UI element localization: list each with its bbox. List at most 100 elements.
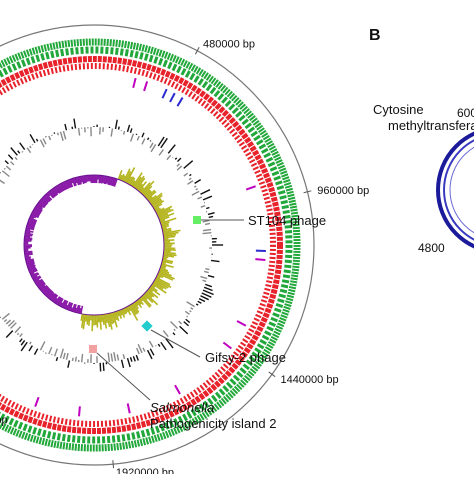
gc-content-bar (204, 271, 209, 272)
gc-content-bar (114, 352, 116, 361)
gc-content-bar (208, 213, 215, 215)
gc-content-bar (116, 120, 118, 129)
gc-content-bar (208, 276, 214, 278)
gc-content-bar (108, 353, 109, 362)
gc-content-bar (21, 340, 24, 345)
gc-content-bar (174, 329, 175, 330)
gc-content-bar (187, 302, 195, 307)
gc-content-bar (150, 143, 153, 148)
gc-content-bar (191, 308, 193, 310)
gc-content-bar (111, 128, 112, 136)
circular-genome-map (0, 25, 314, 465)
feature-mark (255, 259, 265, 260)
gc-content-bar (198, 301, 202, 303)
gc-content-bar (158, 344, 160, 347)
gc-content-bar (205, 223, 210, 224)
gc-content-bar (184, 173, 188, 176)
gc-content-bar (20, 143, 25, 150)
gc-content-bar (36, 139, 37, 141)
gc-content-bar (34, 349, 37, 355)
gc-content-bar (11, 162, 14, 165)
gc-content-bar (203, 233, 212, 234)
gc-content-bar (55, 349, 58, 357)
gc-content-bar (196, 189, 198, 190)
feature-mark (170, 93, 175, 102)
gc-content-bar (30, 342, 31, 344)
st104-phage-marker (193, 216, 201, 224)
gc-content-bar (201, 190, 210, 195)
gc-content-bar (199, 299, 205, 302)
gc-content-bar (150, 349, 154, 356)
gc-content-bar (2, 171, 9, 177)
feature-mark (144, 81, 147, 91)
gc-content-bar (2, 313, 9, 319)
panel-b-gene-line1: Cytosine (373, 102, 424, 117)
panel-b-tick-left: 4800 (418, 241, 445, 255)
gc-content-bar (111, 354, 112, 362)
gc-skew-bar (97, 315, 98, 328)
gc-content-bar (128, 125, 130, 132)
gc-content-bar (43, 138, 46, 144)
gc-skew-bar (87, 175, 88, 181)
genome-tick-label: 960000 bp (317, 185, 369, 197)
gc-content-bar (203, 196, 212, 200)
gc-content-bar (211, 260, 219, 261)
genome-tick-mark (113, 460, 114, 468)
genome-tick-mark (195, 47, 199, 54)
gc-skew-bar (162, 228, 167, 229)
gc-skew-bar (102, 176, 103, 185)
gc-content-bar (15, 327, 20, 333)
gc-content-bar (74, 119, 76, 129)
gc-content-bar (49, 347, 52, 354)
gc-skew-bar (163, 258, 167, 259)
gc-content-bar (187, 316, 188, 317)
gc-content-bar (202, 280, 206, 281)
gc-skew-bar (101, 315, 102, 322)
gc-content-bar (143, 348, 145, 352)
gc-content-bar (103, 363, 104, 371)
gc-content-bar (186, 319, 190, 322)
gc-content-bar (76, 357, 77, 362)
feature-mark (223, 342, 231, 348)
gc-skew-bar (87, 315, 88, 325)
gc-content-bar (30, 134, 35, 142)
gc-content-bar (179, 321, 182, 324)
gc-content-bar (163, 331, 168, 337)
gc-content-bar (189, 174, 191, 175)
gc-content-bar (130, 128, 131, 132)
gc-content-bar (79, 128, 80, 136)
gc-content-bar (63, 131, 65, 139)
gc-content-bar (192, 191, 199, 195)
gc-content-bar (63, 353, 65, 359)
genome-tick-mark (269, 372, 275, 377)
feature-mark (246, 186, 255, 189)
gc-skew-bar (25, 236, 31, 237)
gc-content-bar (194, 186, 196, 187)
spi2-marker (89, 345, 97, 353)
spi2-label-italic: Salmonella (150, 400, 214, 415)
genome-tick-label: 1920000 bp (116, 467, 174, 474)
gc-content-bar (198, 197, 202, 199)
gc-content-bar (124, 131, 125, 135)
gifsy2-phage-label: Gifsy-2 phage (205, 350, 286, 365)
gc-content-bar (40, 341, 44, 350)
gc-content-bar (4, 168, 5, 169)
gc-content-bar (20, 334, 23, 337)
gc-content-bar (195, 180, 201, 184)
feature-mark (237, 321, 246, 326)
gc-content-bar (185, 311, 189, 314)
gc-content-bar (137, 348, 139, 354)
gc-content-bar (22, 151, 23, 152)
gc-content-bar (201, 296, 209, 300)
gc-content-bar (177, 166, 182, 170)
gc-content-bar (5, 161, 8, 164)
gc-content-bar (128, 358, 131, 367)
panel-b-ring-mid (450, 140, 474, 240)
gc-content-bar (27, 148, 30, 153)
gc-content-bar (123, 354, 124, 359)
gc-content-bar (205, 284, 212, 286)
gc-skew-bar (86, 315, 87, 322)
gc-content-bar (177, 164, 180, 167)
center-fill (32, 183, 156, 307)
gc-content-bar (60, 132, 63, 141)
